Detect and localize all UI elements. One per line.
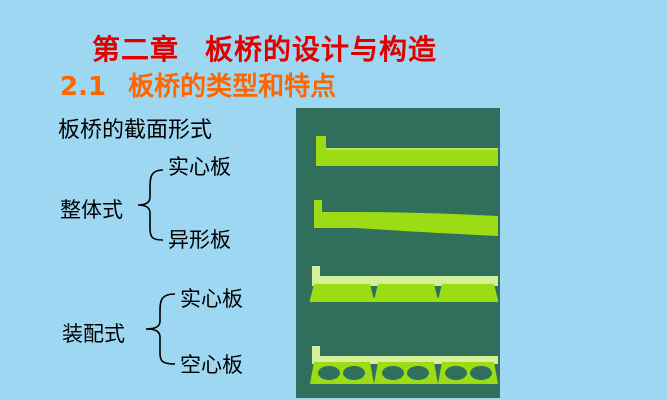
section-text: 板桥的类型和特点 [128,72,337,102]
group-label-integral: 整体式 [60,198,123,222]
bracket-assembled [145,293,176,365]
hollow-hole-4 [407,366,429,380]
cross-section-panel [296,108,500,398]
hollow-hole-6 [470,366,492,380]
subtitle: 板桥的截面形式 [58,118,213,143]
section-assembled-solid-unit-3 [438,284,498,300]
section-hollow-frame [312,346,498,364]
section-special-shaped-slab [314,200,498,236]
item-hollow-slab: 空心板 [180,353,243,377]
section-assembled-solid-base [310,298,498,302]
hollow-hole-3 [382,366,404,380]
hollow-hole-2 [343,366,365,380]
section-assembled-solid-unit-1 [310,284,374,300]
section-number: 2.1 [60,72,107,102]
item-solid-slab-integral: 实心板 [168,155,231,179]
section-integral-solid-slab [316,136,498,166]
hollow-hole-5 [445,366,467,380]
section-assembled-solid-unit-2 [374,284,438,300]
section-title: 2.1 板桥的类型和特点 [60,66,336,103]
chapter-topic: 板桥的设计与构造 [205,33,438,66]
group-label-assembled: 装配式 [62,322,125,346]
bracket-integral [137,169,164,241]
hollow-hole-1 [318,366,340,380]
item-solid-slab-assembled: 实心板 [180,287,243,311]
chapter-title: 第二章板桥的设计与构造 [92,28,437,68]
chapter-number: 第二章 [92,33,180,66]
item-special-shaped-slab: 异形板 [168,228,231,252]
section-assembled-solid-frame [312,266,498,286]
